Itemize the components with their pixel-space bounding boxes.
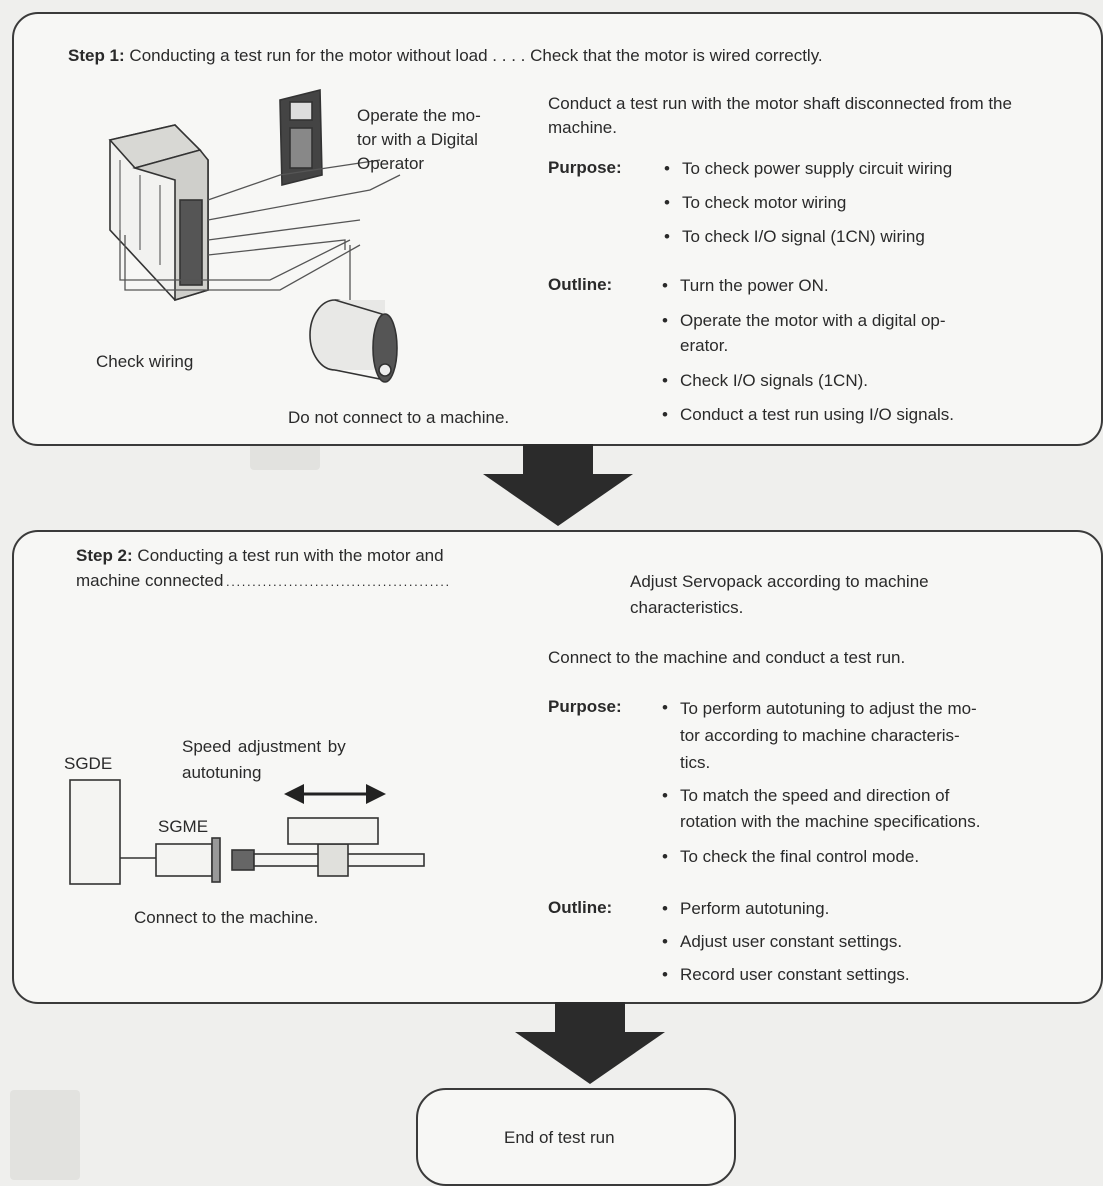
step2-label: Step 2: [76,546,133,565]
step2-outline-item: • Record user constant settings. [662,962,1047,987]
step2-purpose-text: To check the final control mode. [680,847,920,866]
bullet-dot: • [662,786,668,805]
step2-description: Connect to the machine and conduct a tes… [548,648,906,667]
step2-leader: . . . . . . . . . . . . . . . . . . . . … [223,574,449,589]
step1-outline-text: Turn the power ON. [680,276,829,295]
end-of-test-run-box [416,1088,736,1186]
step2-heading: Step 2: Conducting a test run with the m… [76,544,444,568]
sgde-box [69,779,121,885]
operator-label: Operate the mo- tor with a Digital Opera… [357,106,481,173]
step2-panel [12,530,1103,1004]
nut-block [317,843,349,877]
step1-purpose-item: • To check I/O signal (1CN) wiring [664,224,1054,249]
flow-arrow-down [483,444,633,526]
step1-illustration [108,88,401,383]
step2-adjust: Adjust Servopack according to machine ch… [630,572,929,617]
step1-outline-item: • Check I/O signals (1CN). [662,368,1052,393]
step1-purpose-text: To check power supply circuit wiring [682,159,953,178]
motor-flange [211,837,221,883]
table-block [287,817,379,845]
step1-outline-item: • Operate the motor with a digital op- e… [662,308,1052,358]
motor-drawing [309,299,398,383]
speed-adjust-label: Speed adjustment by autotuning [182,737,346,782]
bullet-dot: • [664,227,670,246]
bullet-dot: • [664,159,670,178]
bullet-dot: • [662,371,668,390]
step2-purpose-label: Purpose: [548,697,622,716]
step2-outline-item: • Perform autotuning. [662,896,1047,921]
connect-machine-label: Connect to the machine. [134,908,319,927]
step1-outline-text: Operate the motor with a digital op- era… [680,311,946,355]
bleed-through-shape [10,1090,80,1180]
step2-title-line1: Conducting a test run with the motor and [137,546,444,565]
sgme-motor [155,843,213,877]
step2-purpose-item: • To check the final control mode. [662,844,1047,869]
step1-purpose-text: To check motor wiring [682,193,847,212]
step2-purpose-text: To match the speed and direction of rota… [680,786,981,831]
step2-outline-text: Adjust user constant settings. [680,932,903,951]
step2-outline-text: Record user constant settings. [680,965,910,984]
bullet-dot: • [662,932,668,951]
step1-purpose-text: To check I/O signal (1CN) wiring [682,227,925,246]
step1-leader: . . . . [487,46,531,65]
digital-operator-device [279,88,323,187]
bullet-dot: • [662,405,668,424]
step1-outline-text: Check I/O signals (1CN). [680,371,868,390]
no-connect-label: Do not connect to a machine. [288,408,510,427]
step1-heading: Step 1: Conducting a test run for the mo… [68,44,823,68]
step2-title-line2: machine connected [76,571,224,590]
wiring-cables [119,159,401,300]
step1-outline-item: • Turn the power ON. [662,273,1052,298]
flow-arrow-down [515,1002,665,1084]
check-wiring-label: Check wiring [96,352,194,371]
step1-label: Step 1: [68,46,125,65]
bullet-dot: • [662,698,668,717]
bullet-dot: • [662,311,668,330]
shaft-coupling [231,849,255,871]
step1-purpose-label: Purpose: [548,158,622,177]
bullet-dot: • [662,276,668,295]
step2-purpose-item: • To match the speed and direction of ro… [662,783,1047,835]
bullet-dot: • [664,193,670,212]
step2-outline-text: Perform autotuning. [680,899,830,918]
step1-purpose-item: • To check motor wiring [664,190,1054,215]
step1-outline-item: • Conduct a test run using I/O signals. [662,402,1052,427]
step2-purpose-item: • To perform autotuning to adjust the mo… [662,695,1047,776]
step1-title: Conducting a test run for the motor with… [129,46,488,65]
bullet-dot: • [662,847,668,866]
step1-purpose-item: • To check power supply circuit wiring [664,156,1054,181]
step2-heading-line2: machine connected . . . . . . . . . . . … [76,569,449,594]
step1-outline-label: Outline: [548,275,613,294]
sgde-label: SGDE [64,754,113,773]
step2-purpose-text: To perform autotuning to adjust the mo- … [680,699,977,772]
end-label: End of test run [504,1128,615,1147]
step1-description: Conduct a test run with the motor shaft … [548,94,1012,137]
step1-outline-text: Conduct a test run using I/O signals. [680,405,955,424]
bullet-dot: • [662,899,668,918]
double-arrow-icon [284,784,386,804]
step2-illustration [69,779,425,885]
step2-outline-label: Outline: [548,898,613,917]
sgme-label: SGME [158,817,209,836]
step1-check: Check that the motor is wired correctly. [530,46,823,65]
step2-outline-item: • Adjust user constant settings. [662,929,1047,954]
bullet-dot: • [662,965,668,984]
servopack-unit [108,124,209,302]
